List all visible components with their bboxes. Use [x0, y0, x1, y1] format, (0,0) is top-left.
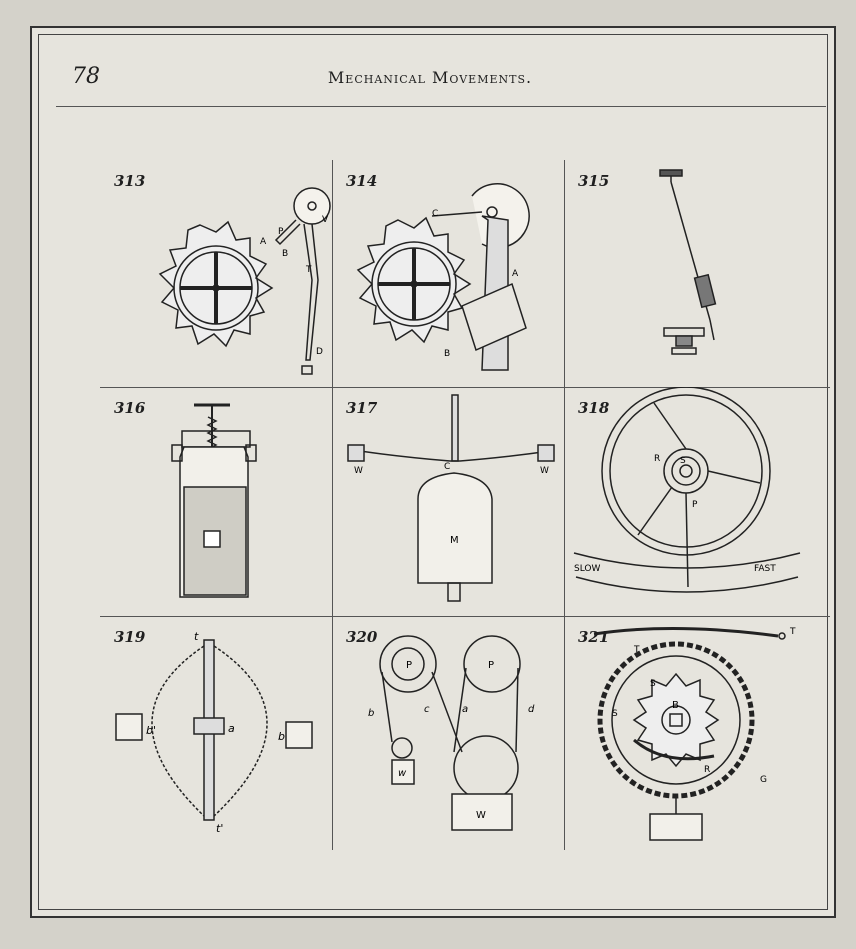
label-a: A — [260, 237, 267, 247]
bob-pendulum-drawing: C W W M — [347, 394, 555, 602]
remontoire-gear-drawing: T T S S B R G — [593, 626, 796, 841]
figure-316: 316 — [100, 387, 332, 616]
figure-318: 318 R S P SLOW — [564, 386, 830, 616]
label-slow: SLOW — [574, 564, 600, 574]
label-b: B — [444, 349, 450, 359]
label-s: S — [650, 679, 656, 689]
figure-number: 315 — [578, 172, 610, 190]
label-t-prime: t' — [216, 822, 223, 835]
figure-number: 313 — [114, 172, 146, 190]
page-header: 78 Mechanical Movements. — [40, 60, 820, 100]
label-t: t — [194, 630, 199, 643]
label-r: R — [654, 454, 660, 464]
label-b: b — [368, 708, 374, 719]
figure-317: 317 C W W M — [332, 387, 564, 616]
label-p-left: P — [406, 660, 412, 671]
figure-number: 318 — [578, 399, 610, 417]
grid-line-v2 — [564, 160, 565, 850]
label-b: B — [672, 700, 679, 711]
figure-320: 320 P P b c a — [332, 616, 564, 850]
label-b-prime: b' — [146, 724, 156, 737]
figure-313: 313 A P V B T — [100, 160, 332, 387]
page-inner-border — [38, 34, 828, 910]
label-p-right: P — [488, 660, 494, 671]
grid-line-h1 — [100, 387, 830, 388]
label-c: C — [432, 209, 438, 219]
label-s-left: S — [612, 709, 618, 719]
pendulum-drawing — [659, 169, 717, 355]
page-border — [30, 26, 836, 918]
page-number: 78 — [72, 64, 100, 89]
label-d: D — [316, 347, 323, 357]
figure-number: 316 — [114, 399, 146, 417]
escapement-wheel-drawing: A P V B T D — [158, 187, 331, 375]
label-b: B — [282, 249, 288, 259]
label-g: G — [760, 775, 767, 785]
figure-number: 319 — [114, 628, 146, 646]
label-c: C — [444, 462, 450, 472]
escapement-wheel-drawing: C A B — [356, 183, 530, 371]
label-fast: FAST — [754, 564, 776, 574]
label-p: P — [692, 500, 698, 510]
figure-number: 320 — [346, 628, 378, 646]
figure-314: 314 C A B — [332, 160, 564, 387]
grid-line-v1 — [332, 160, 333, 850]
label-t-arm: T — [633, 645, 640, 655]
mercury-jar-drawing — [171, 403, 257, 598]
header-rule — [56, 106, 826, 107]
figure-grid: 313 A P V B T — [100, 160, 830, 850]
label-w-small: w — [398, 768, 407, 779]
grid-line-h2 — [100, 616, 830, 617]
compensation-pendulum-drawing: t b' a b t' — [115, 630, 313, 835]
label-p: P — [278, 227, 284, 237]
label-m: M — [450, 535, 459, 546]
label-a: a — [462, 704, 468, 715]
label-w-large: W — [476, 810, 486, 821]
figure-number: 317 — [346, 399, 378, 417]
label-w-left: W — [354, 466, 363, 476]
label-b: b — [278, 730, 285, 743]
running-title: Mechanical Movements. — [327, 68, 533, 87]
pulley-weights-drawing: P P b c a d w W — [368, 635, 535, 831]
label-r: R — [704, 765, 710, 775]
balance-wheel-drawing: R S P SLOW FAST — [573, 386, 801, 593]
label-t-end: T — [789, 627, 796, 637]
figure-319: 319 t b' a b t' — [100, 616, 332, 850]
label-a: A — [512, 269, 519, 279]
figure-315: 315 — [564, 160, 830, 387]
label-w-right: W — [540, 466, 549, 476]
label-c: c — [424, 704, 430, 715]
label-s: S — [680, 456, 686, 466]
figure-number: 314 — [346, 172, 378, 190]
figure-number: 321 — [578, 628, 610, 646]
label-a: a — [228, 722, 235, 735]
figure-321: 321 T T S S B R — [564, 616, 830, 850]
label-v: V — [322, 215, 329, 225]
label-d: d — [528, 704, 535, 715]
label-t: T — [305, 265, 312, 275]
